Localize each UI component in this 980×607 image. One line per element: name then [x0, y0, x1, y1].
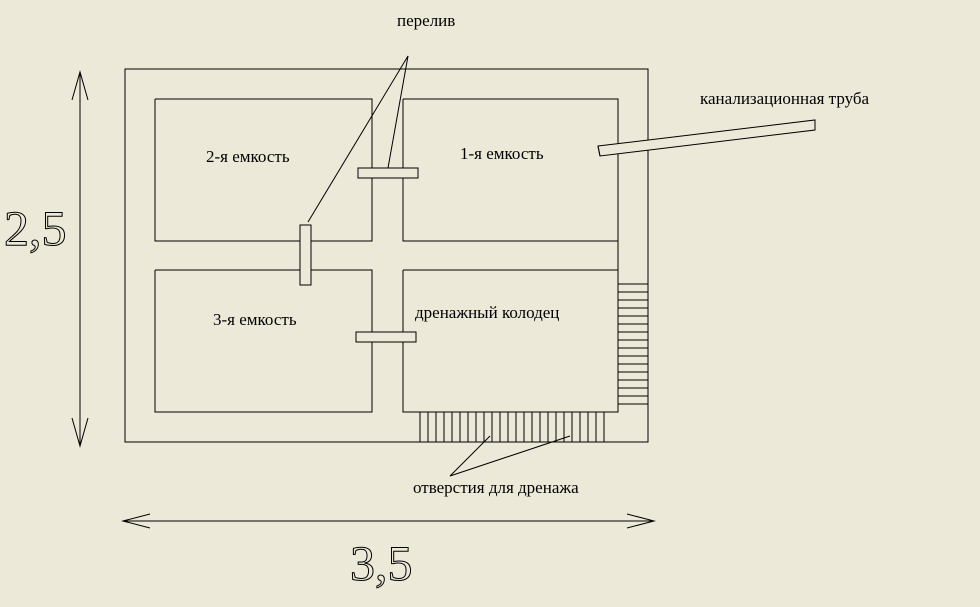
inner-walls [154, 98, 619, 413]
outer-wall [124, 68, 649, 443]
height-dimension-label: 2,5 [4, 200, 67, 256]
overflow-pipe-upper [357, 167, 419, 179]
drain-well-label: дренажный колодец [415, 303, 559, 322]
overflow-label: перелив [397, 11, 455, 30]
tank-2-label: 2-я емкость [206, 147, 290, 166]
width-dimension-label: 3,5 [350, 535, 413, 591]
drain-holes-leaders [449, 435, 571, 477]
tank-3-label: 3-я емкость [213, 310, 297, 329]
overflow-pipe-lower [355, 331, 417, 343]
height-dimension [71, 70, 89, 448]
width-dimension [121, 513, 656, 529]
overflow-leaders [307, 55, 409, 223]
drain-holes-bottom [419, 412, 605, 442]
drain-holes-label: отверстия для дренажа [413, 478, 579, 497]
sewer-pipe-label: канализационная труба [700, 89, 870, 108]
sewer-pipe [597, 119, 816, 157]
overflow-pipe-vertical [299, 224, 312, 286]
drain-holes-right [618, 283, 648, 405]
tank-1-label: 1-я емкость [460, 144, 544, 163]
